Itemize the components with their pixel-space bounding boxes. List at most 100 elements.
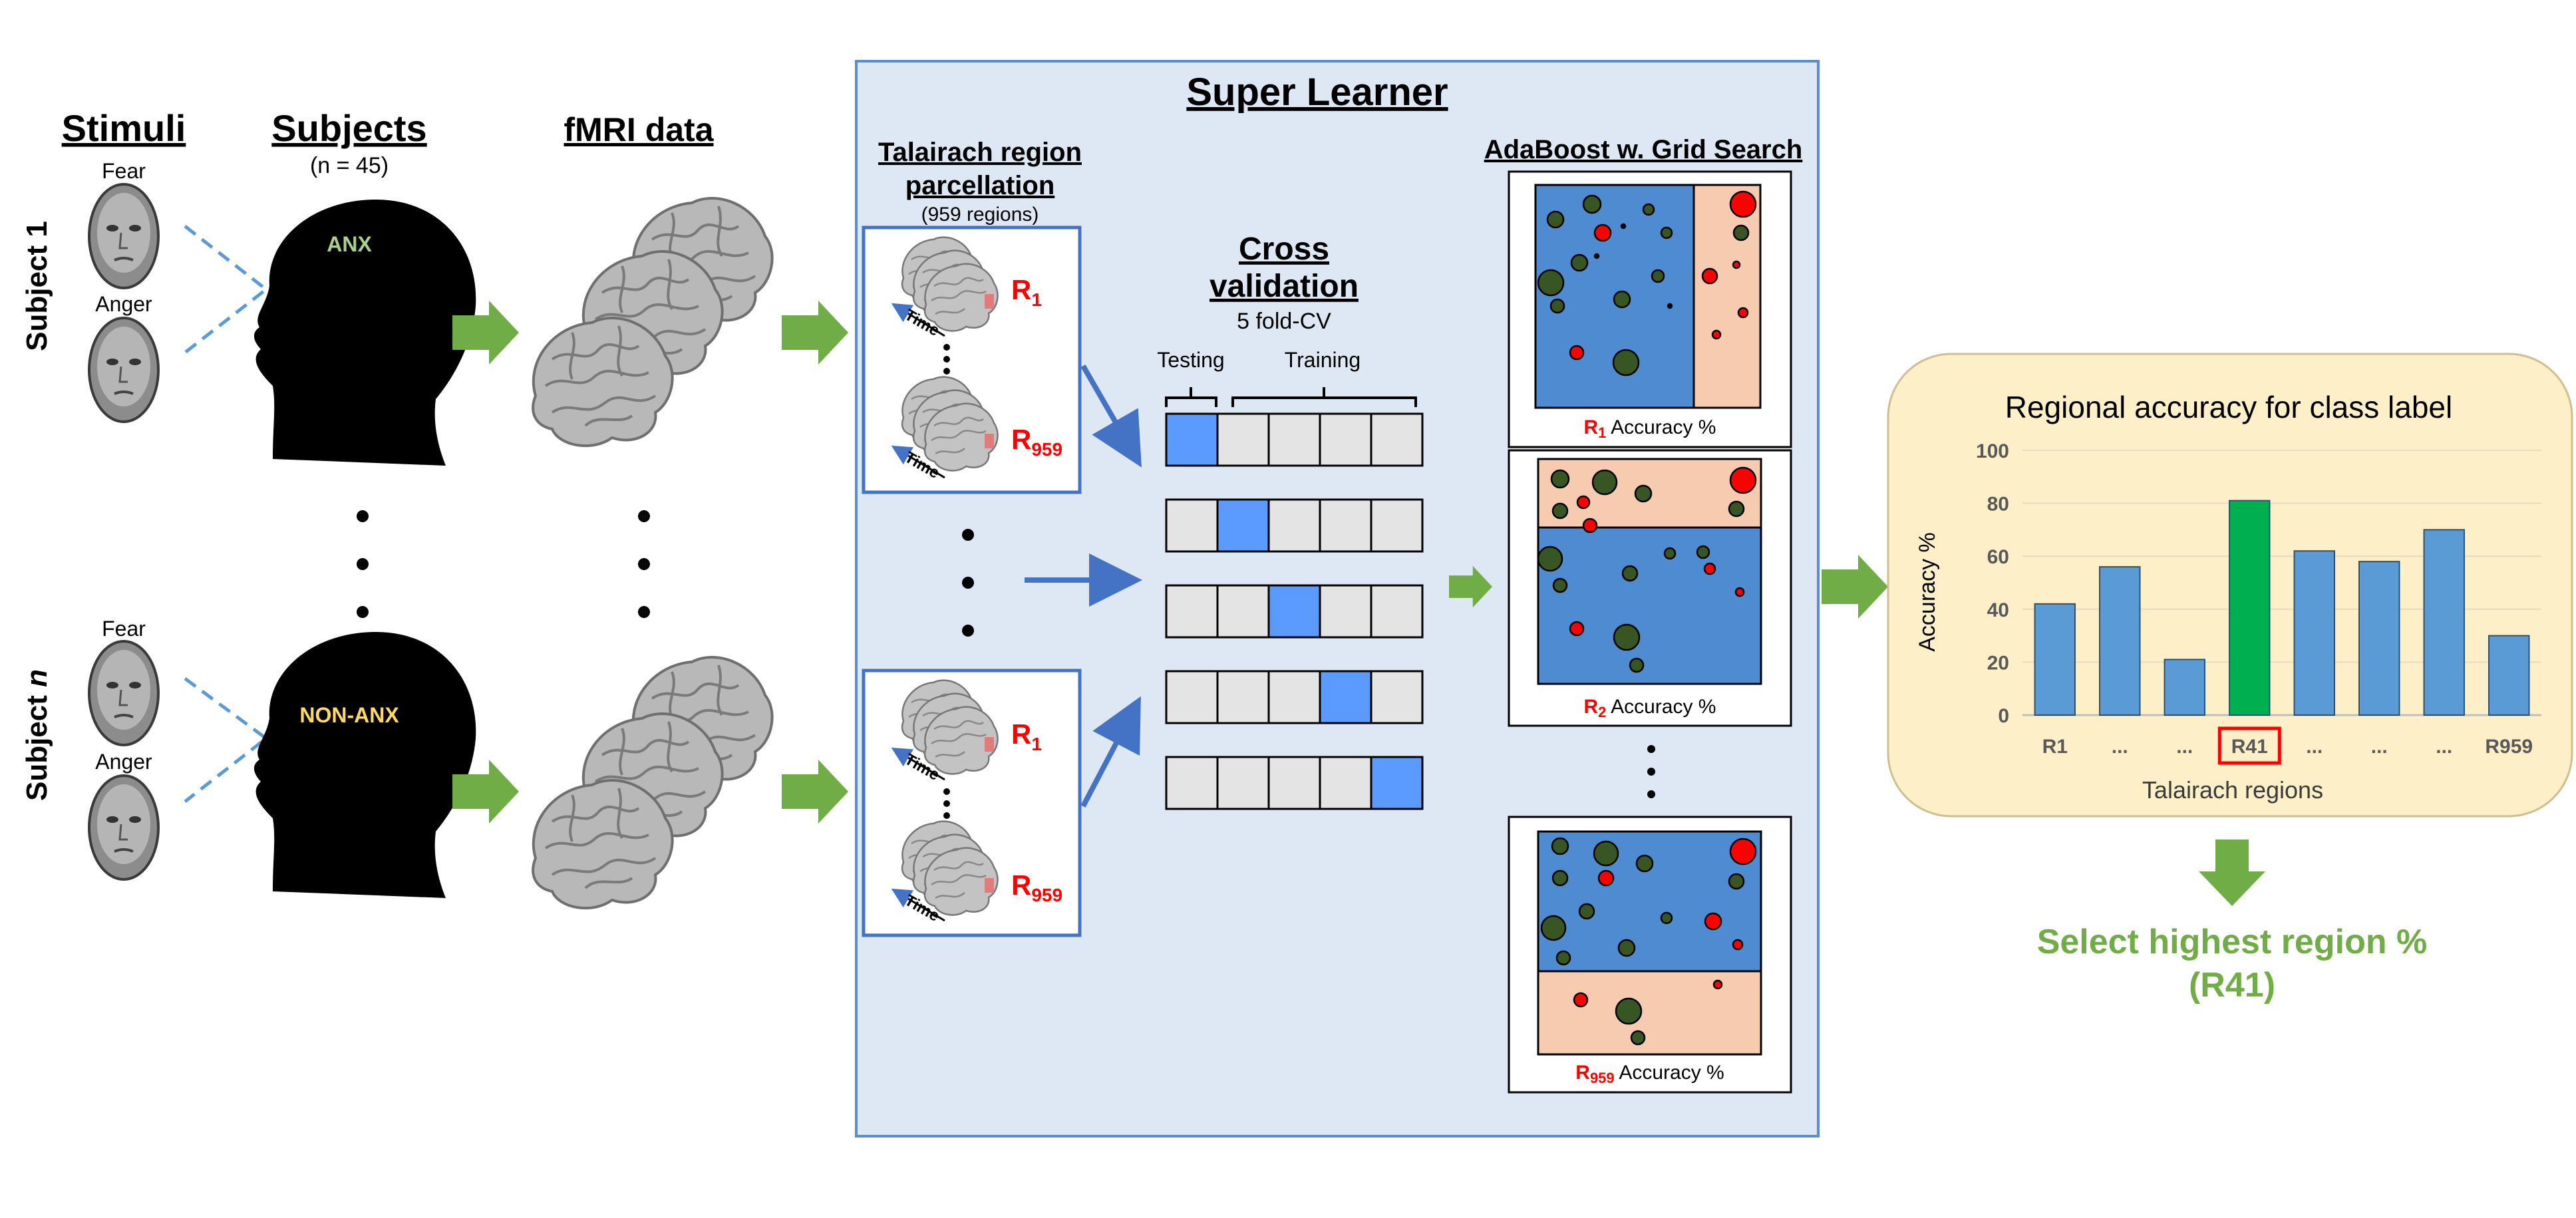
stimuli-column: Stimuli Fear Anger Fear Anger xyxy=(62,107,186,881)
time-arrow-1 xyxy=(891,303,945,337)
chart-ylabel: Accuracy % xyxy=(1915,532,1940,652)
fmri-column: fMRI data xyxy=(532,111,774,910)
cv-fold-train xyxy=(1319,756,1372,810)
panel-2-caption-prefix: R xyxy=(1584,696,1599,718)
time-arrow-4 xyxy=(891,888,945,922)
region-r1-sub-2: 1 xyxy=(1031,734,1042,754)
cv-title-1: Cross xyxy=(1239,231,1329,267)
chart-ytick-label: 80 xyxy=(1987,494,2009,516)
adaboost-title: AdaBoost w. Grid Search xyxy=(1484,135,1803,164)
result-down-arrow xyxy=(2199,839,2265,906)
stimuli-header: Stimuli xyxy=(62,107,186,149)
panel-1-caption-suffix: Accuracy % xyxy=(1606,416,1716,438)
cv-fold-train xyxy=(1216,670,1270,724)
mini-brain-3c-icon xyxy=(923,706,999,775)
cv-fold-train xyxy=(1216,756,1270,810)
region-r959-prefix-2: R xyxy=(1011,869,1031,901)
parcellation-title-1: Talairach region xyxy=(878,138,1082,167)
cv-fold-train xyxy=(1370,498,1424,553)
head-anx-label: ANX xyxy=(327,232,372,256)
region-r1-sub-1: 1 xyxy=(1031,289,1042,310)
cv-fold-train xyxy=(1370,412,1424,467)
chart-highlight-box xyxy=(2217,726,2281,765)
parcellation-count: (959 regions) xyxy=(921,204,1039,226)
chart-xtick-label: ... xyxy=(2436,736,2452,758)
chart-xtick-label: ... xyxy=(2371,736,2388,758)
panel-2-caption: R2 Accuracy % xyxy=(1584,696,1716,720)
face-label-anger-1: Anger xyxy=(95,292,152,316)
parcellation-section: Talairach region parcellation (959 regio… xyxy=(862,138,1082,937)
panel-3-caption: R959 Accuracy % xyxy=(1575,1062,1724,1086)
panel-3-caption-prefix: R xyxy=(1575,1062,1590,1084)
parcellation-ellipsis-2 xyxy=(943,788,950,819)
panel-3-blue-region xyxy=(1537,830,1762,973)
chart-bar-R1-0 xyxy=(2034,603,2076,716)
mini-brain-4c-icon xyxy=(923,847,999,916)
arrow-adaboost-to-chart xyxy=(1822,555,1888,619)
parcellation-to-cv-arrows xyxy=(1025,365,1142,808)
subjects-header: Subjects xyxy=(271,107,426,149)
region-r959-prefix-1: R xyxy=(1011,424,1031,455)
training-bracket xyxy=(1231,387,1417,407)
cv-fold-train xyxy=(1216,412,1270,467)
cv-fold-test xyxy=(1370,756,1424,810)
brain-stack-nc-icon xyxy=(532,779,674,910)
result-line-2: (R41) xyxy=(2189,966,2275,1004)
cv-fold-test xyxy=(1216,498,1270,553)
panel-1-caption: R1 Accuracy % xyxy=(1584,416,1716,441)
panel-2-blue-region xyxy=(1537,526,1762,685)
cv-fold-test xyxy=(1267,584,1321,639)
face-label-fear-n: Fear xyxy=(102,617,146,641)
cv-fold-train xyxy=(1319,498,1372,553)
panel-3-points xyxy=(1540,837,1757,1046)
chart-xtick-label: ... xyxy=(2306,736,2323,758)
chart-bar-dotsdotsdots-5 xyxy=(2358,561,2400,716)
cv-fold-grid xyxy=(1165,412,1424,810)
subjects-count: (n = 45) xyxy=(310,153,389,178)
adaboost-ellipsis xyxy=(1647,745,1655,798)
chart-xtick-label: ... xyxy=(2112,736,2128,758)
chart-bar-dotsdotsdots-1 xyxy=(2099,566,2141,716)
result-line-1: Select highest region % xyxy=(2037,923,2428,961)
face-anger-1-icon xyxy=(88,317,160,423)
cv-title-2: validation xyxy=(1209,269,1359,304)
panel-2-caption-sub: 2 xyxy=(1598,704,1606,720)
subject-n-prefix: Subject xyxy=(21,687,53,801)
parcellation-ellipsis-1 xyxy=(943,344,950,375)
chart-ytick-label: 0 xyxy=(1998,705,2009,727)
chart-ytick-label: 40 xyxy=(1987,599,2009,621)
chart-xtick-label: R41 xyxy=(2231,736,2268,758)
head-nonanx-icon xyxy=(253,632,476,898)
region-r1-label-1: R1 xyxy=(1011,274,1042,310)
panel-2-caption-suffix: Accuracy % xyxy=(1606,696,1716,718)
region-r1-prefix-2: R xyxy=(1011,718,1031,750)
panel-3-caption-suffix: Accuracy % xyxy=(1615,1062,1724,1084)
head-nonanx-label: NON-ANX xyxy=(299,703,399,727)
cv-fold-train xyxy=(1370,584,1424,639)
fmri-ellipsis xyxy=(638,510,650,618)
cv-fold-train xyxy=(1165,498,1219,553)
arrow-fmri-to-parcellation-n xyxy=(782,760,848,824)
arrow-fmri-to-parcellation-1 xyxy=(782,301,848,365)
stimulus-connectors xyxy=(184,225,269,803)
face-anger-n-icon xyxy=(88,774,160,881)
super-learner-title: Super Learner xyxy=(1186,71,1448,114)
mini-brain-2c-icon xyxy=(923,402,999,472)
brain-stack-1c-icon xyxy=(532,317,674,448)
cv-fold-train xyxy=(1216,584,1270,639)
subject-n-var: n xyxy=(21,669,53,687)
subjects-ellipsis xyxy=(357,510,369,618)
chart-ytick-label: 100 xyxy=(1976,440,2009,462)
face-label-fear-1: Fear xyxy=(102,159,146,183)
region-r959-sub-1: 959 xyxy=(1031,439,1062,460)
cv-fold-train xyxy=(1165,670,1219,724)
region-r1-label-2: R1 xyxy=(1011,718,1042,754)
chart-title: Regional accuracy for class label xyxy=(2005,390,2452,424)
cv-fold-train xyxy=(1165,756,1219,810)
panel-1-points xyxy=(1537,190,1757,377)
panel-3-caption-sub: 959 xyxy=(1590,1070,1615,1086)
cv-fold-train xyxy=(1370,670,1424,724)
